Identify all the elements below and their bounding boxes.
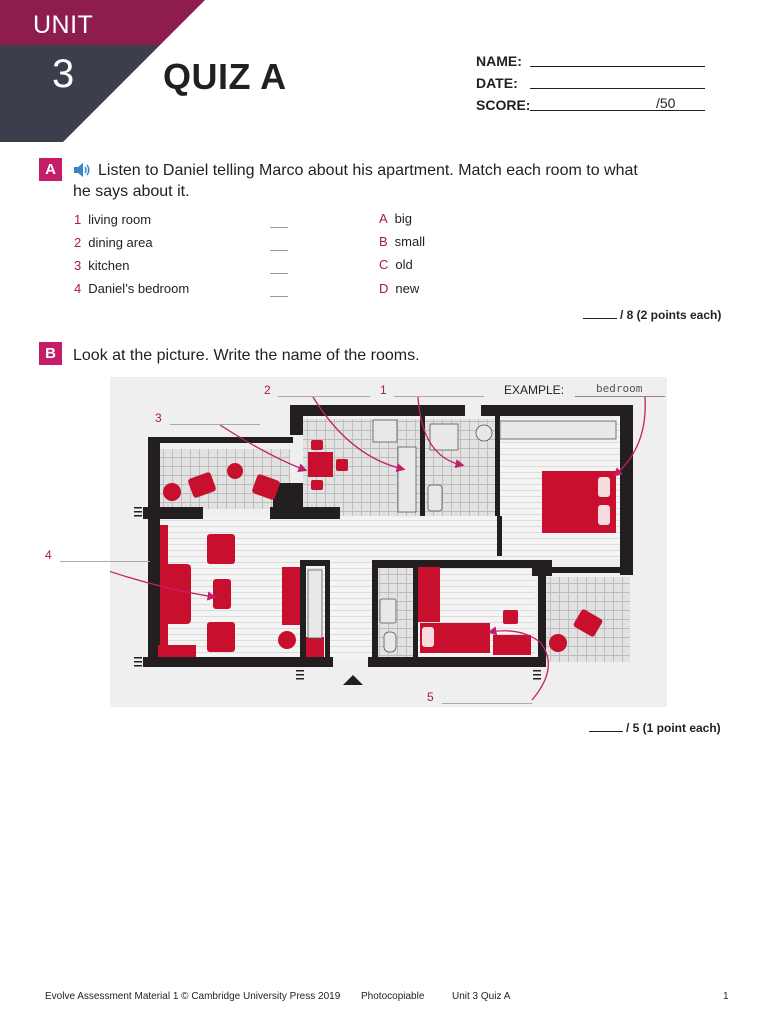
section-b-score-blank[interactable] [589, 731, 623, 732]
plan-answer-blank-2[interactable] [278, 396, 370, 397]
score-total: /50 [656, 95, 676, 111]
date-label: DATE: [476, 75, 518, 91]
plan-label-3: 3 [155, 411, 162, 425]
plan-label-4: 4 [45, 548, 52, 562]
example-answer: bedroom [596, 382, 643, 395]
answer-blank-2[interactable] [270, 250, 288, 251]
score-label: SCORE: [476, 97, 531, 113]
date-field[interactable] [530, 88, 705, 89]
section-a-instruction-line2: he says about it. [73, 183, 190, 200]
answer-blank-3[interactable] [270, 273, 288, 274]
section-a-score-blank[interactable] [583, 318, 617, 319]
section-a-points: / 8 (2 points each) [583, 308, 721, 322]
example-label: EXAMPLE: [504, 383, 565, 397]
section-a-instruction-line1: Listen to Daniel telling Marco about his… [98, 162, 638, 179]
plan-label-2: 2 [264, 383, 271, 397]
section-b-badge: B [39, 342, 62, 365]
answer-blank-1[interactable] [270, 227, 288, 228]
quiz-title: QUIZ A [163, 56, 287, 97]
floor-plan [110, 377, 667, 707]
unit-label: UNIT [33, 11, 94, 39]
plan-answer-blank-5[interactable] [442, 703, 532, 704]
example-underline [575, 396, 665, 397]
plan-answer-blank-1[interactable] [394, 396, 484, 397]
plan-label-5: 5 [427, 690, 434, 704]
footer-unit-quiz: Unit 3 Quiz A [452, 991, 511, 1002]
plan-label-1: 1 [380, 383, 387, 397]
unit-banner [0, 0, 205, 142]
section-b-points: / 5 (1 point each) [589, 721, 721, 735]
footer-page-number: 1 [723, 991, 729, 1002]
audio-speaker-icon[interactable] [73, 163, 91, 177]
footer-photocopiable: Photocopiable [361, 991, 425, 1002]
score-field[interactable] [530, 110, 705, 111]
footer-copyright: Evolve Assessment Material 1 © Cambridge… [45, 991, 341, 1002]
section-b-instruction: Look at the picture. Write the name of t… [73, 347, 420, 364]
section-a-badge: A [39, 158, 62, 181]
plan-answer-blank-4[interactable] [60, 561, 150, 562]
plan-answer-blank-3[interactable] [170, 424, 260, 425]
name-field[interactable] [530, 66, 705, 67]
unit-number: 3 [52, 52, 75, 96]
answer-blank-4[interactable] [270, 296, 288, 297]
name-label: NAME: [476, 53, 522, 69]
